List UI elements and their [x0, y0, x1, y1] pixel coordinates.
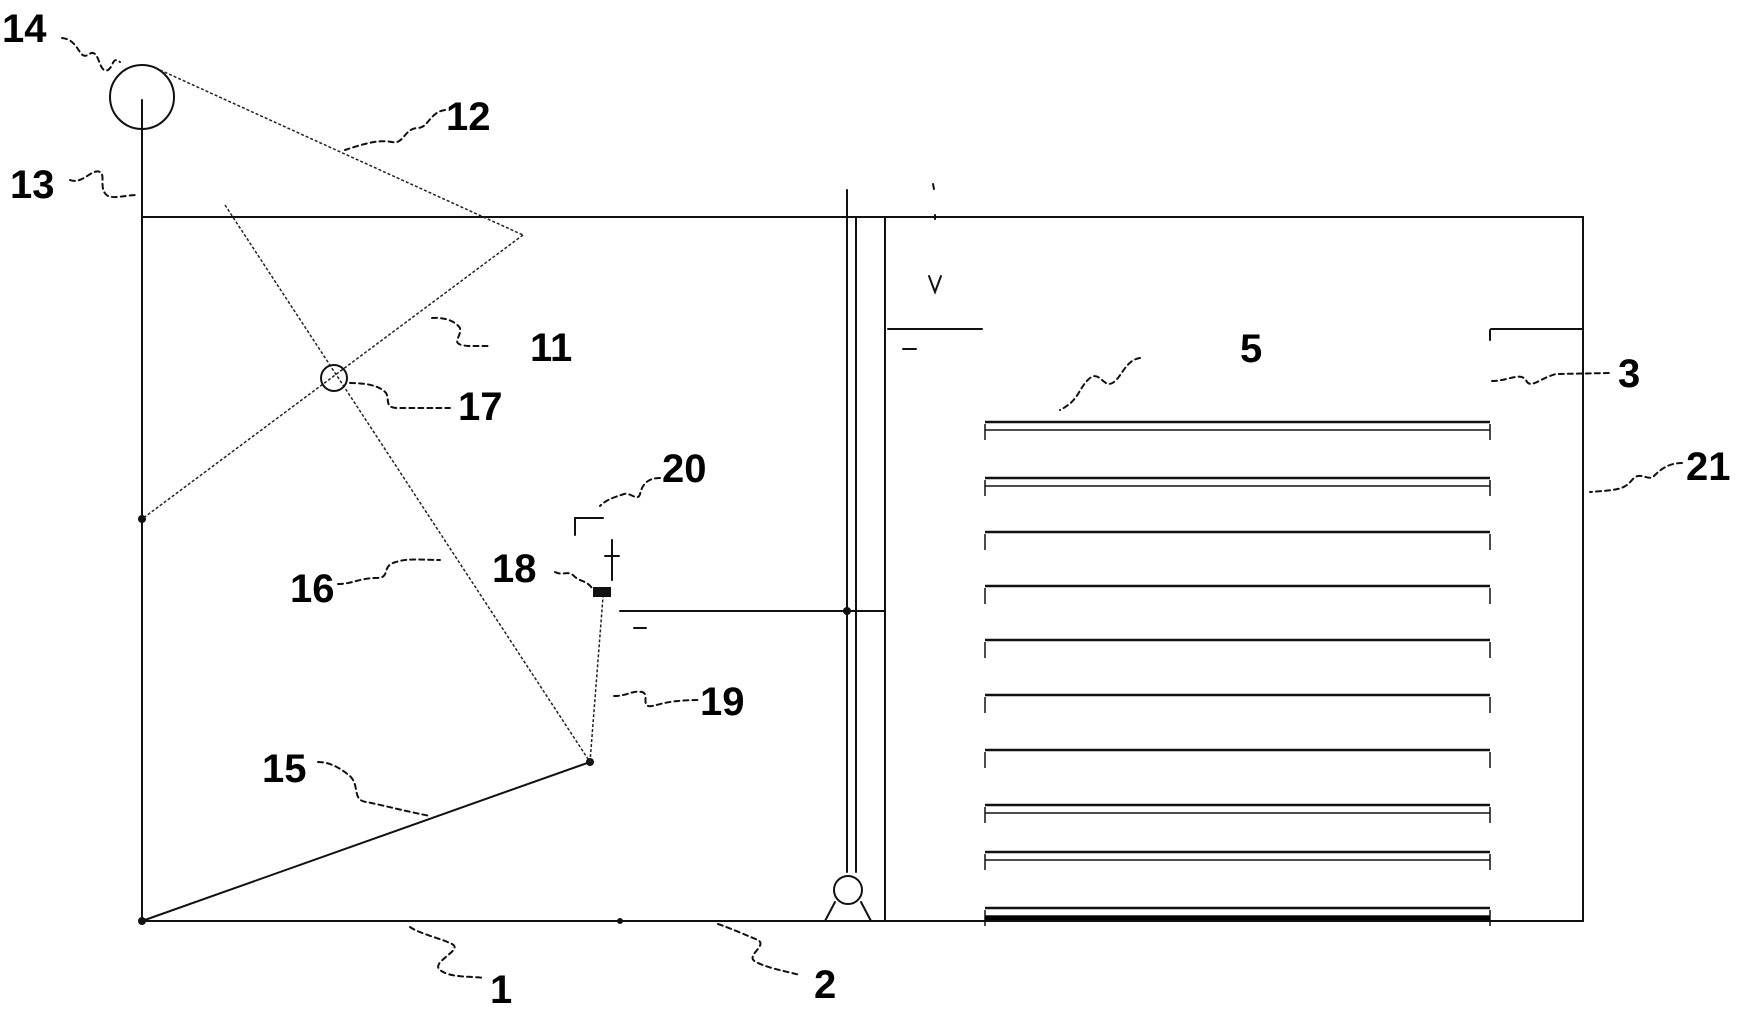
- weir-3: [1489, 328, 1584, 341]
- callout-labels: 14 12 13 11 17 5 3 20 21 18 16 19 15 1 2: [2, 7, 1731, 1012]
- label-13: 13: [10, 163, 55, 207]
- float-18: [593, 587, 611, 597]
- arm-16: [224, 204, 591, 763]
- label-18: 18: [492, 547, 537, 591]
- label-15: 15: [262, 747, 307, 791]
- level-sensor-20: [574, 517, 620, 581]
- pipe-2: [617, 189, 857, 924]
- water-level-right: [887, 275, 983, 350]
- label-14: 14: [2, 7, 47, 51]
- arm-11: [141, 234, 524, 520]
- label-20: 20: [662, 447, 707, 491]
- pump: [824, 875, 872, 922]
- top-ticks: [932, 183, 936, 220]
- water-level-left: [619, 610, 886, 629]
- label-1: 1: [490, 968, 512, 1012]
- label-12: 12: [446, 95, 491, 139]
- tank-frame: [141, 216, 1584, 922]
- leaders: [61, 37, 1683, 979]
- hinge-17: [320, 364, 348, 392]
- rod-19: [589, 596, 604, 763]
- cable-12: [159, 69, 524, 236]
- label-2: 2: [814, 963, 836, 1007]
- label-16: 16: [290, 567, 335, 611]
- label-11: 11: [530, 326, 572, 370]
- label-3: 3: [1618, 352, 1640, 396]
- pulley-14: [109, 64, 175, 130]
- label-5: 5: [1240, 327, 1262, 371]
- label-21: 21: [1686, 445, 1731, 489]
- plate-stack-5: [984, 420, 1491, 926]
- label-17: 17: [458, 385, 503, 429]
- label-19: 19: [700, 680, 745, 724]
- plate-15: [138, 758, 594, 925]
